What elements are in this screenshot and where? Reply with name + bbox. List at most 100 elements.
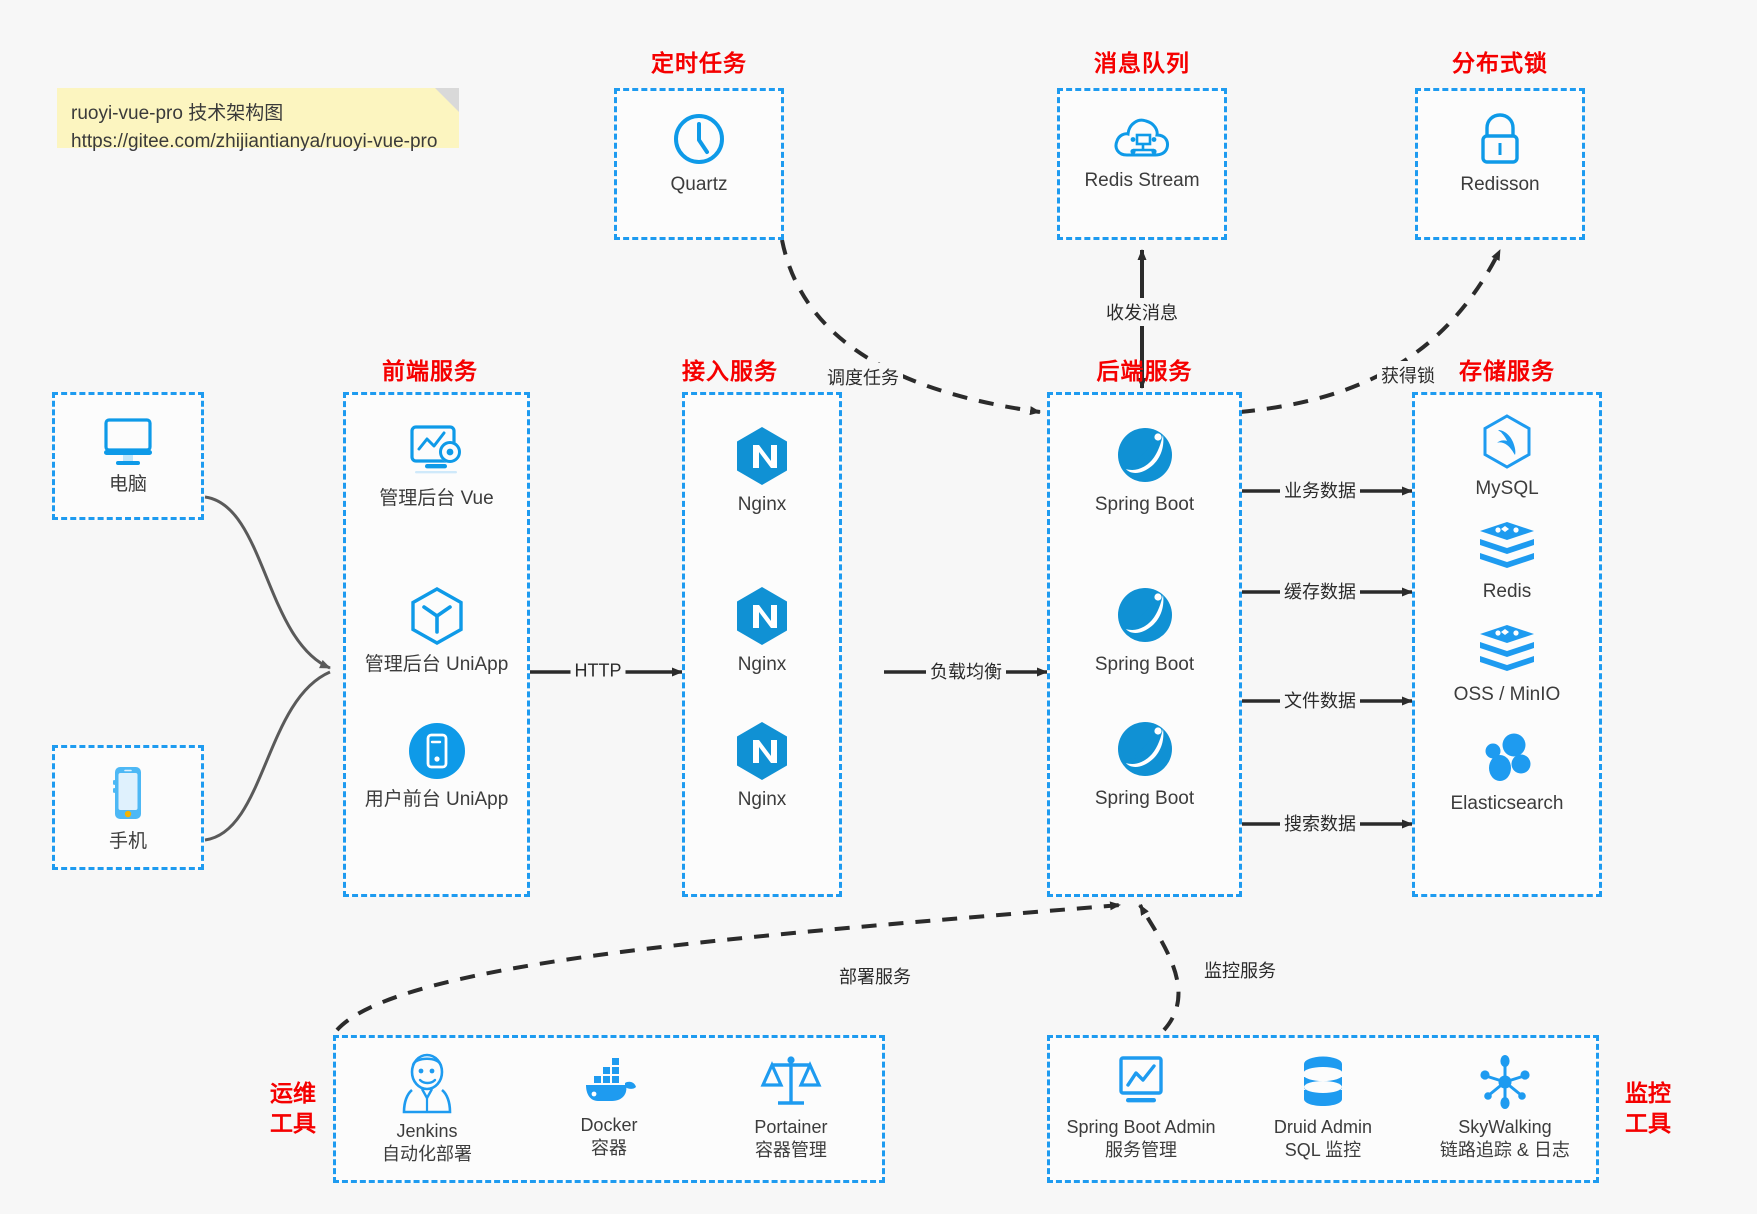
group-scheduler[interactable]: Quartz: [614, 88, 784, 240]
node-label-mobile: 手机: [108, 831, 147, 852]
node-label-oss-minio: OSS / MinIO: [1453, 684, 1561, 705]
node-desc-spring-boot-admin: 服务管理: [1104, 1139, 1177, 1160]
node-name-spring-boot-admin: Spring Boot Admin: [1066, 1117, 1216, 1137]
node-admin-uniapp[interactable]: 管理后台 UniApp: [346, 585, 527, 677]
devops-title-line-2: 工具: [270, 1110, 316, 1136]
network-nodes-icon: [1480, 1055, 1530, 1109]
edge-label-business-data: 业务数据: [1280, 476, 1360, 504]
node-mobile[interactable]: 手机: [55, 764, 201, 854]
node-desc-druid-admin: SQL 监控: [1284, 1139, 1362, 1160]
mobile-phone-icon: [113, 767, 141, 819]
node-docker[interactable]: Docker 容器: [518, 1056, 700, 1159]
group-message-queue[interactable]: Redis Stream: [1057, 88, 1227, 240]
database-cylinder-icon: [1302, 1056, 1343, 1106]
node-desc-portainer: 容器管理: [754, 1139, 827, 1160]
node-jenkins[interactable]: Jenkins 自动化部署: [336, 1052, 518, 1165]
monitoring-title-line-2: 工具: [1625, 1110, 1671, 1136]
node-label-redisson: Redisson: [1460, 174, 1540, 195]
desktop-monitor-icon: [104, 418, 152, 465]
node-spring-boot-2[interactable]: Spring Boot: [1050, 583, 1239, 677]
node-druid-admin[interactable]: Druid Admin SQL 监控: [1232, 1054, 1414, 1161]
edge-label-http: HTTP: [570, 659, 626, 683]
docker-whale-icon: [585, 1058, 636, 1101]
node-label-nginx-3: Nginx: [737, 789, 787, 810]
lock-icon: [1481, 113, 1519, 164]
node-spring-boot-admin[interactable]: Spring Boot Admin 服务管理: [1050, 1054, 1232, 1161]
node-name-docker: Docker: [580, 1115, 638, 1135]
node-elasticsearch[interactable]: Elasticsearch: [1415, 730, 1599, 816]
node-label-quartz: Quartz: [670, 174, 728, 195]
redis-stack-icon: [1480, 625, 1534, 671]
node-portainer[interactable]: Portainer 容器管理: [700, 1052, 882, 1161]
node-redisson[interactable]: Redisson: [1418, 111, 1582, 197]
devops-title-line-1: 运维: [270, 1080, 316, 1106]
monitor-chart-icon: [1119, 1056, 1163, 1103]
node-redis-stream[interactable]: Redis Stream: [1060, 113, 1224, 193]
elasticsearch-icon: [1485, 733, 1531, 781]
node-name-skywalking: SkyWalking: [1458, 1117, 1552, 1137]
node-quartz[interactable]: Quartz: [617, 111, 781, 197]
node-name-druid-admin: Druid Admin: [1273, 1117, 1372, 1137]
edge-label-monitor-service: 监控服务: [1200, 956, 1280, 984]
note-line-title: ruoyi-vue-pro 技术架构图: [71, 103, 284, 124]
group-client-desktop[interactable]: 电脑: [52, 392, 204, 520]
hexagon-cube-icon: [410, 587, 463, 645]
group-devops-tools[interactable]: Jenkins 自动化部署 Docker 容器: [333, 1035, 885, 1183]
node-redis[interactable]: Redis: [1415, 520, 1599, 604]
node-spring-boot-1[interactable]: Spring Boot: [1050, 423, 1239, 517]
nginx-icon: [737, 427, 787, 485]
edge-label-file-data: 文件数据: [1280, 686, 1360, 714]
group-distributed-lock[interactable]: Redisson: [1415, 88, 1585, 240]
clock-icon: [674, 114, 724, 164]
group-gateway[interactable]: Nginx Nginx Nginx: [682, 392, 842, 897]
node-oss-minio[interactable]: OSS / MinIO: [1415, 623, 1599, 707]
node-name-jenkins: Jenkins: [396, 1121, 458, 1141]
edge-label-load-balance: 负载均衡: [926, 657, 1006, 685]
group-title-monitoring: 监控 工具: [1613, 1078, 1683, 1138]
node-nginx-3[interactable]: Nginx: [685, 720, 839, 812]
node-nginx-2[interactable]: Nginx: [685, 585, 839, 677]
note-line-url: https://gitee.com/zhijiantianya/ruoyi-vu…: [71, 131, 438, 152]
node-label-mysql: MySQL: [1475, 478, 1539, 499]
edge-label-search-data: 搜索数据: [1280, 809, 1360, 837]
node-desc-docker: 容器: [590, 1137, 627, 1158]
node-label-admin-uniapp: 管理后台 UniApp: [364, 654, 509, 675]
scales-balance-icon: [760, 1056, 822, 1105]
node-desc-jenkins: 自动化部署: [381, 1143, 472, 1164]
group-title-gateway: 接入服务: [682, 358, 778, 384]
node-nginx-1[interactable]: Nginx: [685, 425, 839, 517]
node-skywalking[interactable]: SkyWalking 链路追踪 & 日志: [1414, 1054, 1596, 1161]
group-storage[interactable]: MySQL Redis OSS / MinIO: [1412, 392, 1602, 897]
node-label-redis-stream: Redis Stream: [1084, 170, 1200, 191]
edge-label-cache-data: 缓存数据: [1280, 577, 1360, 605]
group-backend[interactable]: Spring Boot Spring Boot Spring Boot: [1047, 392, 1242, 897]
monitoring-title-line-1: 监控: [1625, 1080, 1671, 1106]
spring-leaf-icon: [1117, 428, 1172, 482]
spring-leaf-icon: [1117, 722, 1172, 776]
node-desc-skywalking: 链路追踪 & 日志: [1439, 1139, 1570, 1160]
node-spring-boot-3[interactable]: Spring Boot: [1050, 717, 1239, 811]
group-title-scheduler: 定时任务: [651, 50, 747, 76]
group-title-frontend: 前端服务: [382, 358, 478, 384]
node-label-admin-vue: 管理后台 Vue: [379, 488, 494, 509]
node-admin-vue[interactable]: 管理后台 Vue: [346, 423, 527, 511]
node-label-user-uniapp: 用户前台 UniApp: [364, 789, 509, 810]
node-label-nginx-2: Nginx: [737, 654, 787, 675]
node-label-spring-boot-3: Spring Boot: [1094, 788, 1195, 809]
group-frontend[interactable]: 管理后台 Vue 管理后台 UniApp 用户前台 UniApp: [343, 392, 530, 897]
group-client-mobile[interactable]: 手机: [52, 745, 204, 870]
node-label-nginx-1: Nginx: [737, 494, 787, 515]
node-name-portainer: Portainer: [754, 1117, 828, 1137]
edge-label-send-receive-message: 收发消息: [1102, 298, 1182, 326]
redis-stack-icon: [1480, 522, 1534, 568]
node-desktop[interactable]: 电脑: [55, 413, 201, 497]
sticky-note: ruoyi-vue-pro 技术架构图 https://gitee.com/zh…: [57, 88, 459, 152]
jenkins-butler-icon: [402, 1053, 452, 1114]
spring-leaf-icon: [1117, 588, 1172, 642]
node-mysql[interactable]: MySQL: [1415, 413, 1599, 501]
group-monitoring-tools[interactable]: Spring Boot Admin 服务管理 Druid Admin SQL 监…: [1047, 1035, 1599, 1183]
node-user-uniapp[interactable]: 用户前台 UniApp: [346, 720, 527, 812]
group-title-message-queue: 消息队列: [1094, 50, 1190, 76]
nginx-icon: [737, 587, 787, 645]
